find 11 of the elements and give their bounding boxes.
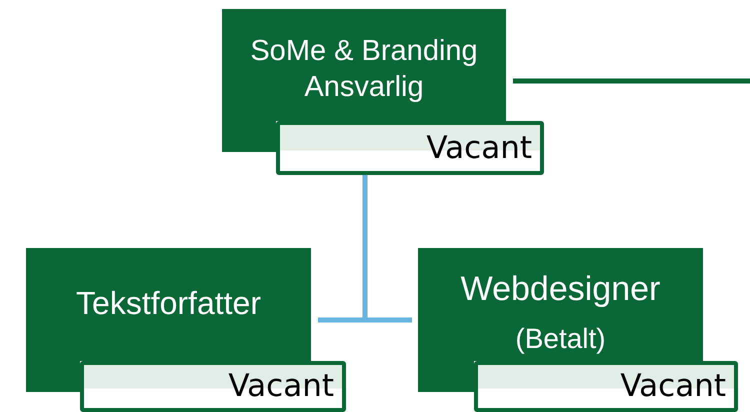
status-text: Vacant [228,371,334,402]
role-box [418,248,703,361]
role-box [26,248,311,361]
role-title: SoMe & Branding Ansvarlig [249,34,479,105]
connector-line [513,78,750,84]
role-title: Webdesigner [460,269,660,310]
role-note: (Betalt) [515,322,606,356]
status-text: Vacant [426,132,532,164]
status-text: Vacant [620,371,726,402]
role-title: Tekstforfatter [76,284,261,322]
role-box [222,9,506,121]
